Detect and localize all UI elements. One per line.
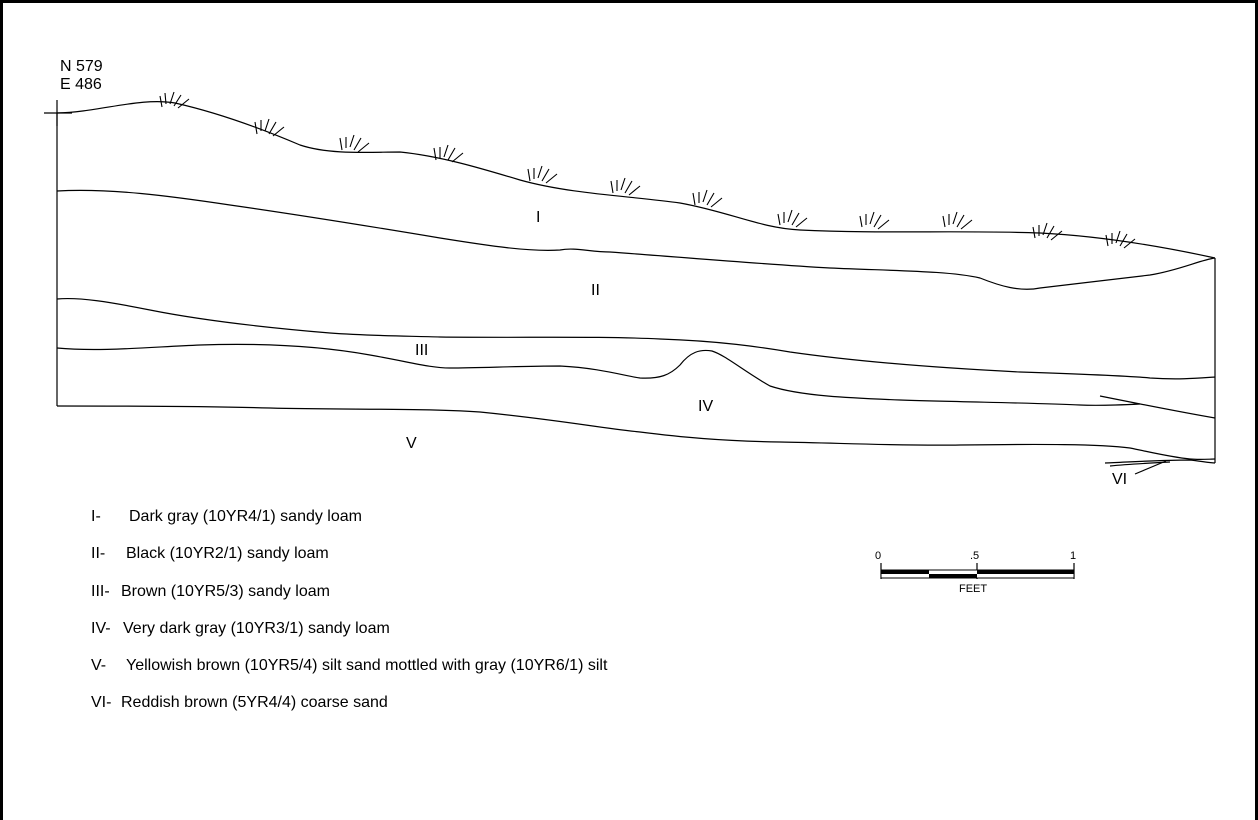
grass-tuft	[692, 189, 723, 208]
stratum-label-iii: III	[415, 342, 428, 359]
legend-item: II- Black (10YR2/1) sandy loam	[91, 545, 607, 582]
grass-tuft	[610, 177, 641, 196]
scale-segment-black	[929, 574, 977, 578]
legend-item: I- Dark gray (10YR4/1) sandy loam	[91, 508, 607, 545]
east-coordinate: E 486	[60, 76, 102, 93]
profile-walls	[56, 113, 1216, 463]
scale-segment-black	[881, 570, 929, 574]
legend-numeral: I-	[91, 508, 101, 525]
ground-surface-line	[56, 100, 1216, 259]
legend-description: Black (10YR2/1) sandy loam	[126, 545, 329, 563]
grass-tuft	[159, 91, 190, 109]
legend-item: IV- Very dark gray (10YR3/1) sandy loam	[91, 620, 607, 657]
grass-tuft	[433, 144, 464, 163]
legend-numeral: VI-	[91, 694, 112, 712]
scale-segment-black	[977, 570, 1074, 574]
legend-numeral: V-	[91, 657, 107, 675]
legend-numeral: IV-	[91, 619, 111, 637]
stratum-boundary-2-3	[56, 298, 1216, 380]
grass-tuft	[1105, 230, 1136, 249]
scale-unit-label: FEET	[959, 583, 987, 595]
stratum-boundary-4-5	[56, 405, 1216, 461]
grass-tuft	[859, 211, 890, 230]
legend-numeral: II-	[91, 545, 106, 563]
scale-tick-label-0: 0	[875, 550, 881, 562]
stratum-6-lens	[1109, 461, 1171, 467]
stratum-boundary-1-2	[56, 189, 1216, 290]
grass-tuft	[527, 165, 558, 184]
legend-description: Very dark gray (10YR3/1) sandy loam	[123, 619, 390, 637]
legend-description: Yellowish brown (10YR5/4) silt sand mott…	[126, 657, 608, 675]
grass-tuft	[942, 211, 973, 230]
stratum-label-v: V	[406, 435, 417, 452]
stratum-label-ii: II	[591, 282, 600, 299]
grass-tuft	[777, 209, 808, 228]
grass-tuft	[254, 118, 285, 137]
stratum-label-vi: VI	[1112, 471, 1127, 488]
north-coordinate: N 579	[60, 58, 103, 75]
legend-description: Brown (10YR5/3) sandy loam	[121, 582, 330, 600]
scale-tick-label-1: 1	[1070, 550, 1076, 562]
legend-item: VI- Reddish brown (5YR4/4) coarse sand	[91, 694, 607, 731]
stratum-label-iv: IV	[698, 398, 713, 415]
stratum-legend: I- Dark gray (10YR4/1) sandy loam II- Bl…	[91, 508, 607, 732]
scale-bar: 0 .5 1 FEET	[875, 550, 1076, 595]
scale-tick-label-half: .5	[970, 550, 979, 562]
stratum-boundary-4-5-upper	[1099, 395, 1216, 419]
stratum-boundary-3-4	[56, 343, 1141, 407]
stratum-label-i: I	[536, 209, 540, 226]
legend-description: Dark gray (10YR4/1) sandy loam	[129, 508, 362, 525]
legend-numeral: III-	[91, 582, 110, 600]
legend-item: V- Yellowish brown (10YR5/4) silt sand m…	[91, 657, 607, 694]
legend-description: Reddish brown (5YR4/4) coarse sand	[121, 694, 388, 712]
stratum-6-leader-line	[1134, 460, 1167, 475]
grass-tufts	[159, 91, 1136, 249]
grass-tuft	[1032, 222, 1063, 241]
stratum-boundary-5-6	[1104, 459, 1216, 464]
grass-tuft	[339, 134, 370, 153]
legend-item: III- Brown (10YR5/3) sandy loam	[91, 583, 607, 620]
